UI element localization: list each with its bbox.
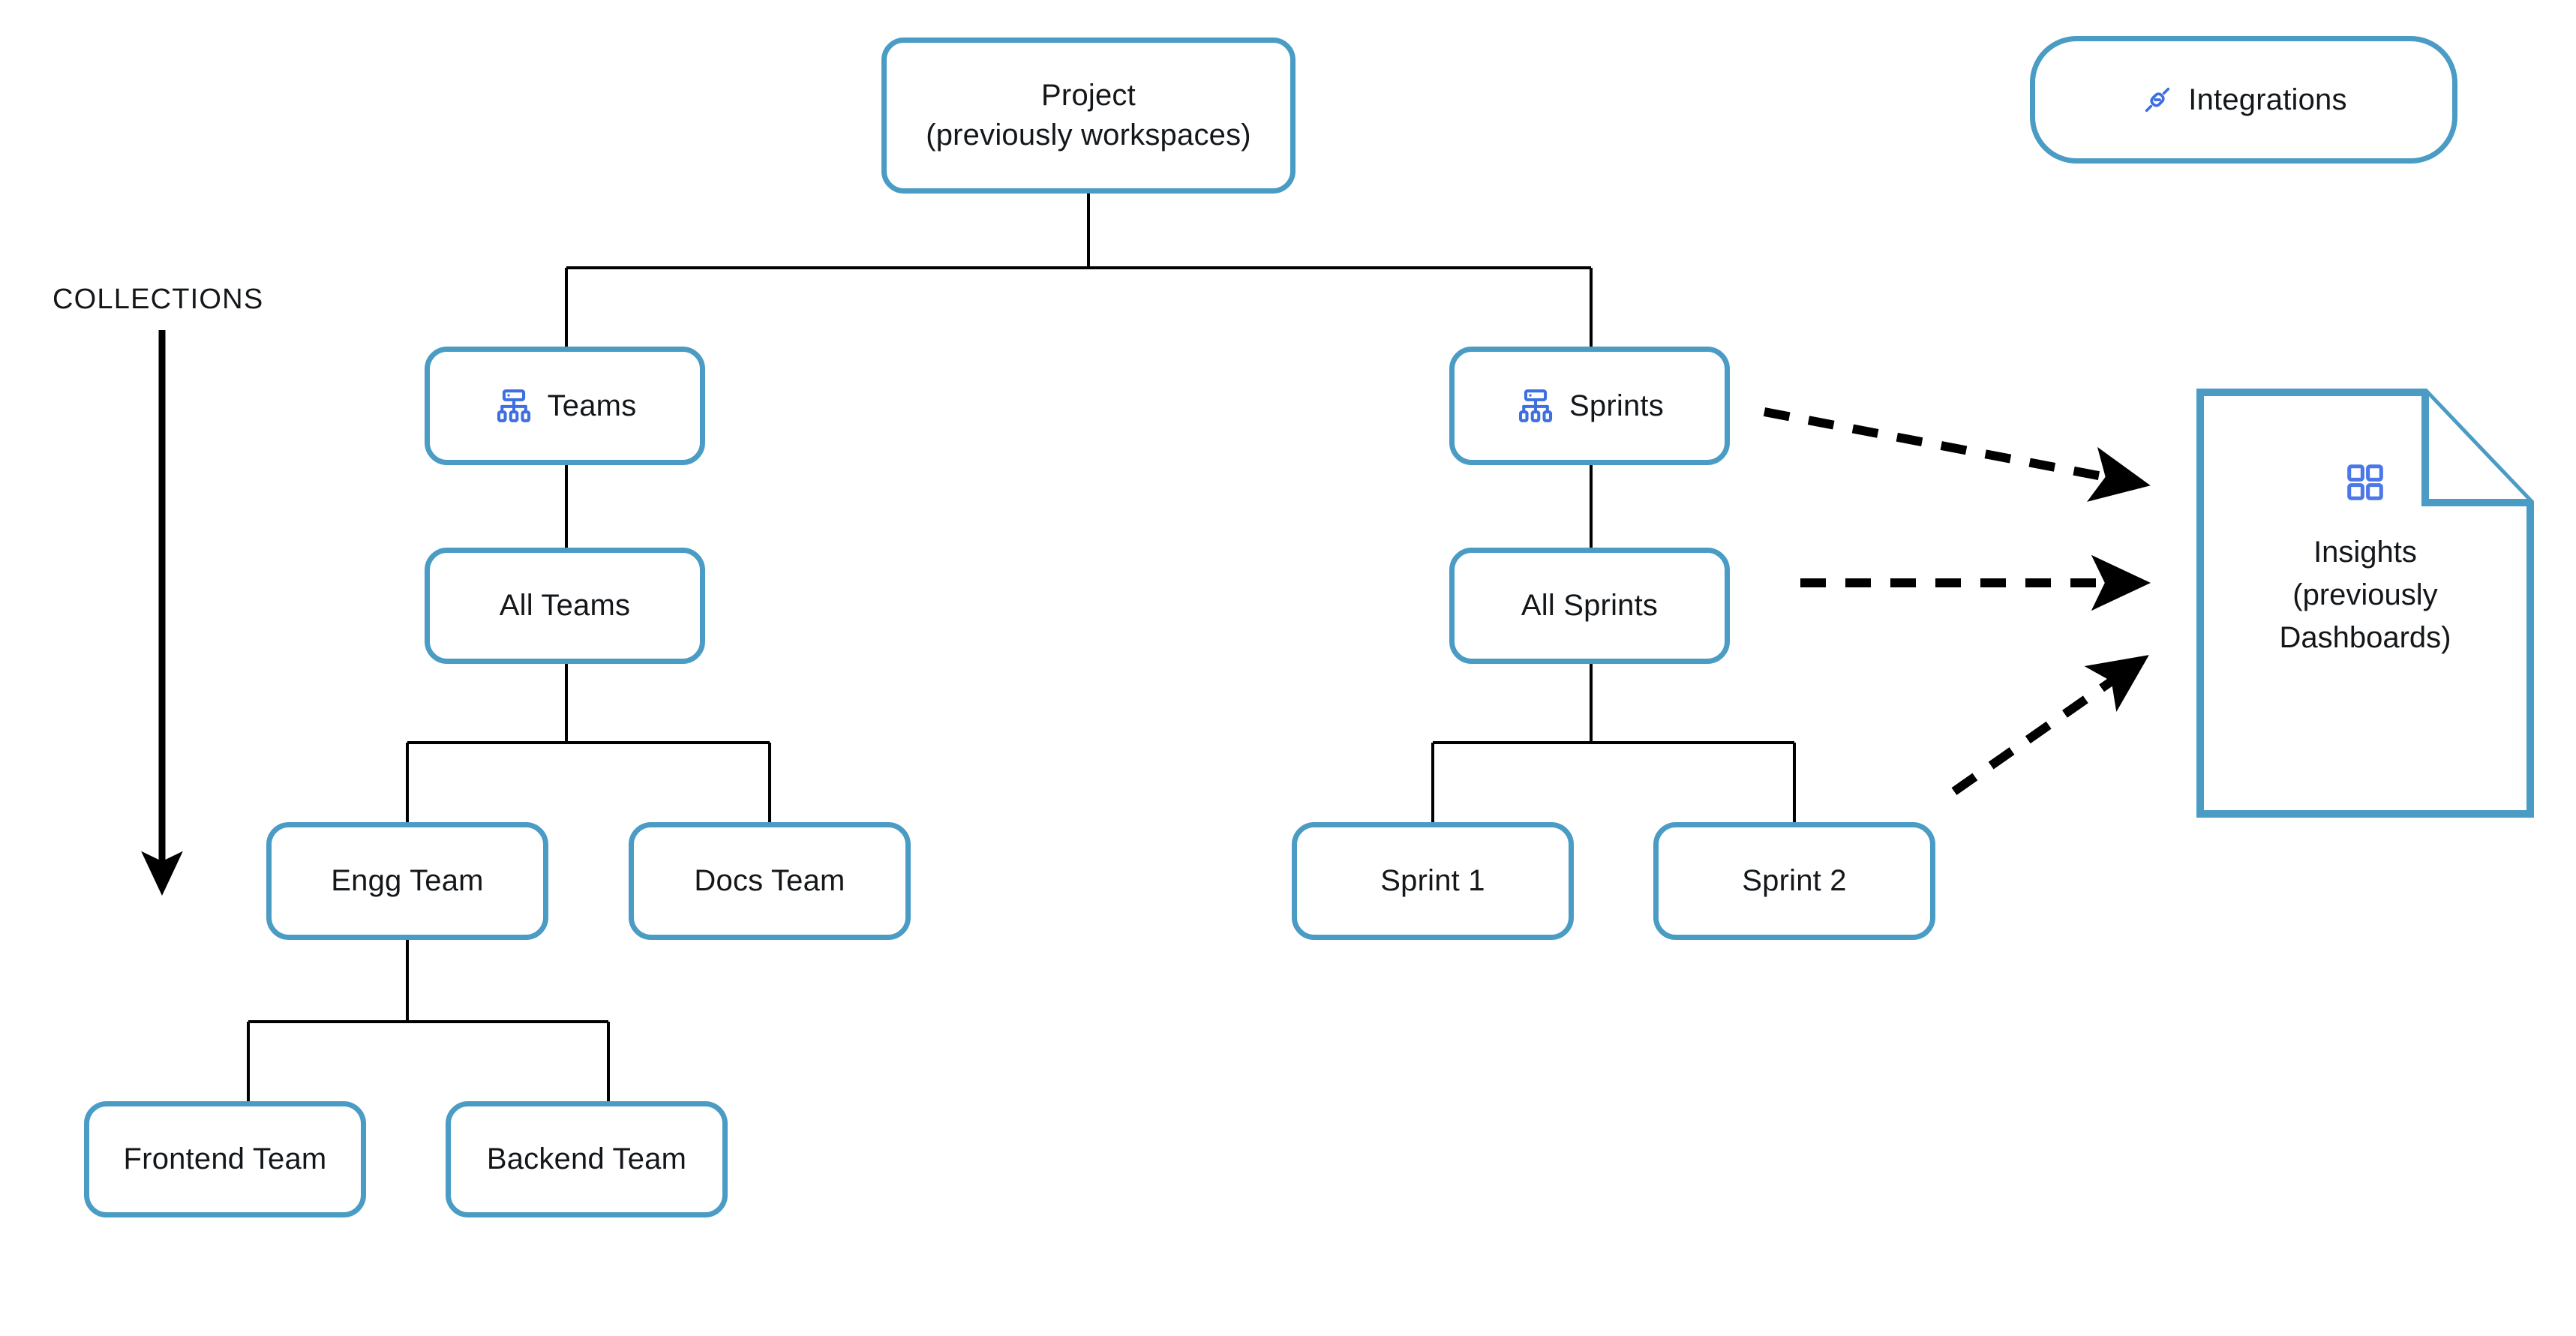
node-integrations[interactable]: Integrations (2030, 36, 2457, 164)
hierarchy-icon (1515, 386, 1556, 426)
node-integrations-label: Integrations (2188, 83, 2347, 116)
node-insights[interactable]: Insights (previously Dashboards) (2196, 389, 2534, 818)
document-shape (2196, 389, 2534, 818)
edge-project-to-collections (565, 194, 1593, 347)
node-all-teams[interactable]: All Teams (425, 548, 705, 664)
collections-axis-label: COLLECTIONS (53, 284, 264, 315)
node-project-label: Project (previously workspaces) (926, 79, 1251, 152)
edge-all-sprints-to-children (1431, 664, 1796, 822)
node-sprint-1[interactable]: Sprint 1 (1292, 822, 1574, 940)
plug-icon (2140, 83, 2175, 117)
node-docs-team[interactable]: Docs Team (629, 822, 911, 940)
node-project[interactable]: Project (previously workspaces) (881, 38, 1296, 194)
hierarchy-icon (494, 386, 534, 426)
node-engg-team-label: Engg Team (331, 864, 484, 898)
node-sprint-2[interactable]: Sprint 2 (1653, 822, 1935, 940)
node-sprints-label: Sprints (1569, 389, 1664, 422)
node-teams[interactable]: Teams (425, 347, 705, 465)
edge-all-teams-to-children (406, 664, 771, 822)
node-frontend-team-label: Frontend Team (123, 1142, 327, 1176)
node-teams-label: Teams (547, 389, 637, 422)
insights-content: Insights (previously Dashboards) (2196, 461, 2534, 659)
node-frontend-team[interactable]: Frontend Team (84, 1101, 366, 1217)
node-sprint-1-label: Sprint 1 (1380, 864, 1485, 898)
node-all-teams-label: All Teams (499, 589, 631, 623)
edge-sprint2-to-insights (1951, 655, 2149, 795)
edge-engg-to-children (247, 940, 610, 1101)
node-backend-team[interactable]: Backend Team (446, 1101, 728, 1217)
node-all-sprints-label: All Sprints (1521, 589, 1659, 623)
node-insights-label: Insights (previously Dashboards) (2279, 536, 2451, 654)
node-sprint-2-label: Sprint 2 (1742, 864, 1847, 898)
edge-sprints-to-insights (1763, 407, 2151, 502)
node-docs-team-label: Docs Team (694, 864, 845, 898)
dashboard-grid-icon (2343, 461, 2387, 504)
node-engg-team[interactable]: Engg Team (266, 822, 548, 940)
node-sprints[interactable]: Sprints (1449, 347, 1730, 465)
node-backend-team-label: Backend Team (486, 1142, 687, 1176)
node-all-sprints[interactable]: All Sprints (1449, 548, 1730, 664)
